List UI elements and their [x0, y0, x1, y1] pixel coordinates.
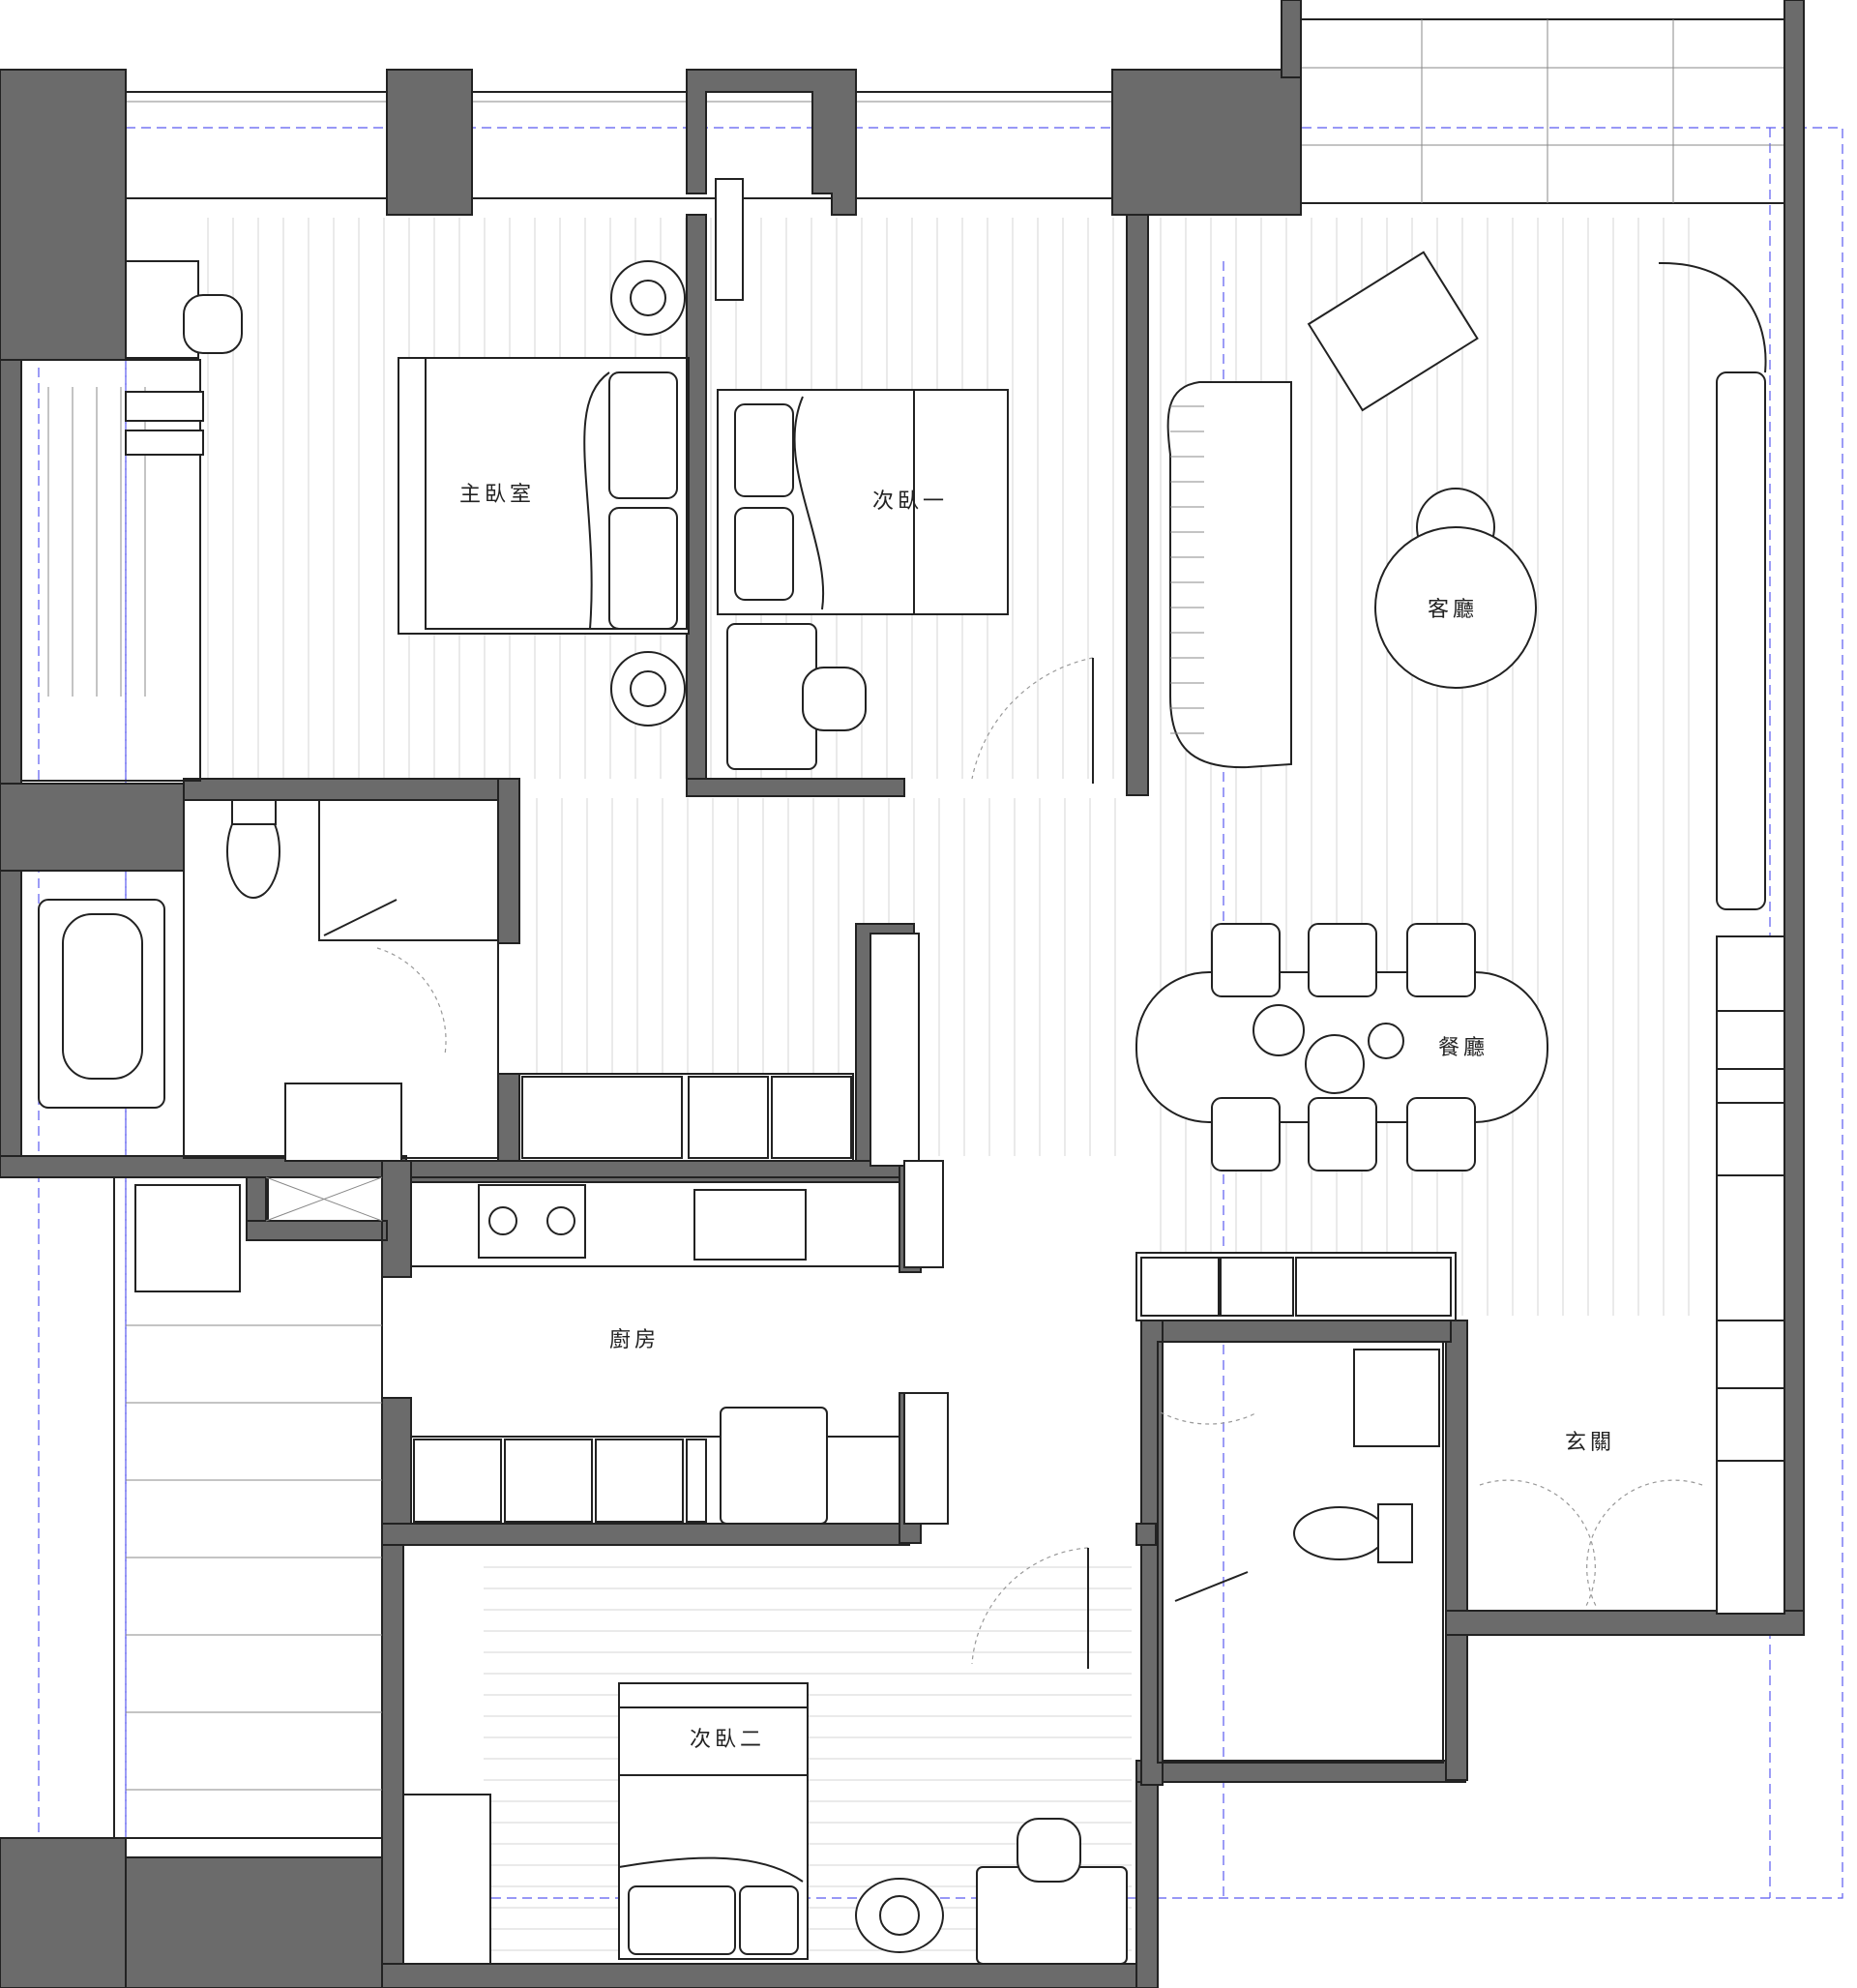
dining-room-furniture: [1135, 923, 1548, 1321]
label-bedroom-two: 次臥二: [690, 1727, 765, 1751]
nightstand: [610, 260, 686, 336]
nightstand: [610, 651, 686, 727]
dining-chair: [1211, 1097, 1281, 1172]
armchair: [1307, 251, 1479, 412]
stove: [478, 1184, 586, 1259]
guest-bathroom-fixtures: [1157, 1341, 1444, 1764]
dining-chair: [1308, 1097, 1377, 1172]
basin: [1353, 1349, 1440, 1447]
bedroom-two-furniture: [402, 1547, 1128, 1965]
washing-machine: [134, 1184, 241, 1292]
label-bedroom-one: 次臥一: [872, 489, 948, 513]
coffee-table: [1374, 526, 1537, 689]
pillow: [628, 1885, 736, 1955]
dining-chair: [1211, 923, 1281, 997]
toilet: [1293, 1506, 1386, 1560]
wardrobe: [402, 1794, 491, 1965]
living-room-furniture: [1166, 251, 1767, 910]
chair: [1017, 1818, 1081, 1883]
tall-cabinet: [870, 933, 920, 1167]
fridge: [720, 1407, 828, 1525]
dining-chair: [1406, 1097, 1476, 1172]
pillow: [734, 403, 794, 497]
pillow: [734, 507, 794, 601]
chair: [802, 667, 867, 731]
bedroom-one-furniture: [715, 178, 1094, 784]
dining-chair: [1406, 923, 1476, 997]
walk-in-closet: [20, 260, 204, 782]
pillow: [608, 507, 678, 630]
utility-balcony: [113, 1176, 383, 1839]
entrance-cabinets: [1479, 935, 1785, 1615]
sofa: [1166, 381, 1292, 769]
master-bathroom-fixtures: [38, 799, 499, 1162]
label-dining-room: 餐廳: [1438, 1035, 1489, 1059]
master-bedroom-furniture: [183, 260, 690, 727]
pillow: [608, 371, 678, 499]
label-living-room: 客廳: [1428, 597, 1478, 621]
kitchen-fixtures: [410, 933, 949, 1525]
storage-box: [265, 1176, 383, 1222]
wardrobe: [715, 178, 744, 301]
label-kitchen: 廚房: [609, 1327, 660, 1351]
sink: [284, 1083, 402, 1162]
pillow: [739, 1885, 799, 1955]
room-labels: 主臥室 次臥一 客廳 餐廳 廚房 玄關 次臥二: [459, 482, 1615, 1751]
top-balcony: [125, 18, 1790, 204]
dining-chair: [1308, 923, 1377, 997]
kitchen-sink: [693, 1189, 807, 1261]
label-master-bedroom: 主臥室: [459, 482, 535, 506]
nightstand: [855, 1878, 944, 1953]
tv-cabinet: [1716, 371, 1766, 910]
chair: [183, 294, 243, 354]
label-entrance: 玄關: [1565, 1430, 1615, 1454]
